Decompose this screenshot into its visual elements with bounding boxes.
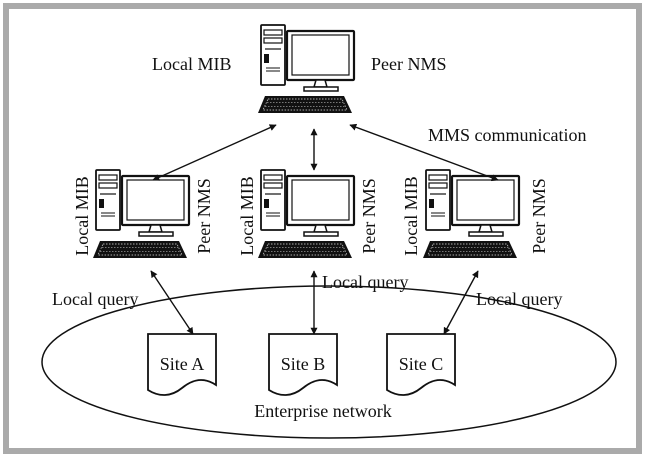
station-b-right-label: Peer NMS — [359, 178, 379, 254]
station-a-right-label: Peer NMS — [194, 178, 214, 254]
station-c-computer-icon — [421, 168, 521, 260]
station-b-computer-icon — [256, 168, 356, 260]
top-station-left-label: Local MIB — [152, 54, 231, 74]
arrow-station-a-to-site-a — [150, 270, 194, 335]
site-a-label: Site A — [160, 354, 205, 374]
site-c-label: Site C — [399, 354, 444, 374]
top-station-right-label: Peer NMS — [371, 54, 447, 74]
station-c-right-label: Peer NMS — [529, 178, 549, 254]
enterprise-network-label: Enterprise network — [254, 401, 391, 421]
station-c-left-label: Local MIB — [401, 176, 421, 255]
station-a-computer-icon — [91, 168, 191, 260]
enterprise-network-ellipse — [41, 285, 617, 439]
top-station-computer-icon — [256, 23, 356, 115]
outer-frame — [3, 3, 642, 454]
station-a-left-label: Local MIB — [72, 176, 92, 255]
arrow-station-c-to-site-c — [443, 270, 479, 335]
site-b-label: Site B — [281, 354, 326, 374]
local-query-label-b: Local query — [322, 272, 408, 292]
local-query-label-a: Local query — [52, 289, 138, 309]
station-b-left-label: Local MIB — [237, 176, 257, 255]
arrow-top-to-station-c — [349, 123, 499, 182]
arrow-top-to-station-a — [152, 124, 277, 181]
local-query-label-c: Local query — [476, 289, 562, 309]
mms-communication-label: MMS communication — [428, 125, 587, 145]
